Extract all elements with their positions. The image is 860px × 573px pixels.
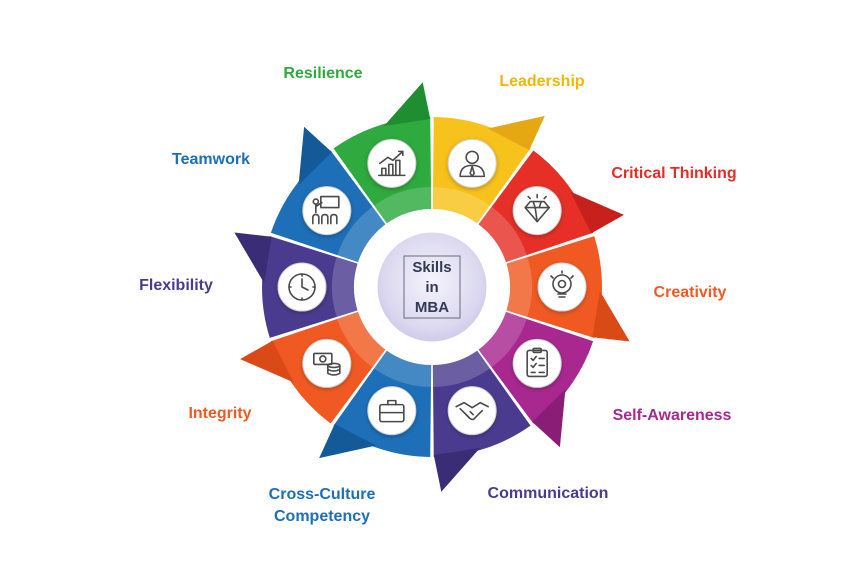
label-leadership: Leadership — [499, 73, 585, 90]
label-self-awareness: Self-Awareness — [613, 407, 732, 424]
money-icon — [302, 338, 352, 388]
clock-icon — [277, 262, 327, 312]
growth-chart-icon — [367, 138, 417, 188]
handshake-icon — [447, 386, 497, 436]
segments-layer — [234, 82, 630, 492]
center-label-line-3: MBA — [415, 299, 449, 316]
segment-inner-band — [337, 311, 386, 368]
label-creativity: Creativity — [654, 284, 727, 301]
presentation-icon — [302, 186, 352, 236]
segment-inner-band — [432, 350, 490, 387]
label-cross-culture-competency-line-1: Cross-Culture — [269, 486, 376, 503]
center-label-box — [403, 255, 461, 319]
segment-pointer — [298, 126, 332, 185]
segment-pointer — [234, 232, 272, 283]
segment-pointer — [570, 191, 624, 234]
segment-pointer — [433, 447, 480, 492]
segment-pointer — [240, 340, 294, 383]
label-communication: Communication — [488, 485, 609, 502]
segment-pointer — [532, 389, 566, 448]
segment-pointer — [384, 82, 431, 127]
label-critical-thinking: Critical Thinking — [611, 165, 736, 182]
segment-inner-band — [374, 350, 432, 387]
segment-inner-band — [432, 187, 490, 224]
label-flexibility: Flexibility — [139, 277, 213, 294]
label-cross-culture-competency-line-2: Competency — [274, 508, 370, 525]
center-label-line-1: Skills — [412, 259, 451, 276]
leader-icon — [447, 138, 497, 188]
diamond-icon — [512, 186, 562, 236]
label-integrity: Integrity — [188, 405, 251, 422]
label-teamwork: Teamwork — [172, 151, 250, 168]
segment-inner-band — [337, 206, 386, 263]
segment-creativity — [506, 236, 630, 342]
center-hub: Skills in MBA — [354, 209, 510, 365]
segment-inner-band — [374, 187, 432, 224]
segment-inner-band — [506, 257, 532, 317]
clipboard-checklist-icon — [512, 338, 562, 388]
segment-pointer — [487, 115, 545, 151]
center-label-line-2: in — [425, 279, 438, 296]
segment-inner-band — [478, 311, 527, 368]
briefcase-icon — [367, 386, 417, 436]
segment-pointer — [592, 291, 630, 342]
segment-inner-band — [331, 257, 358, 317]
label-resilience: Resilience — [283, 65, 362, 82]
lightbulb-gear-icon — [537, 262, 587, 312]
segment-inner-band — [478, 206, 527, 263]
segment-pointer — [319, 423, 377, 459]
